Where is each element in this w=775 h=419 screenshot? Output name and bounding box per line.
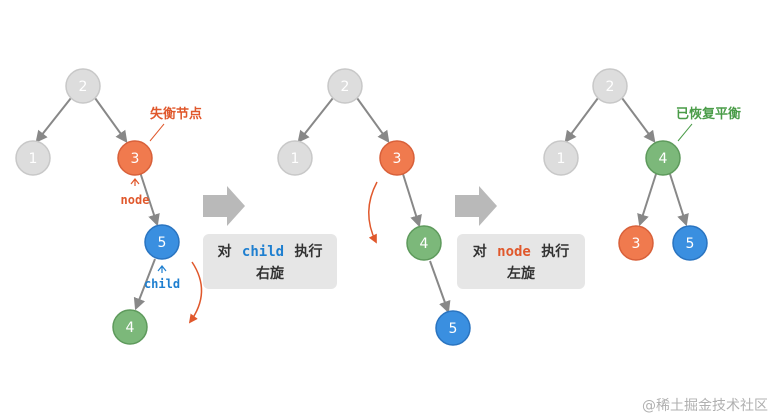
operation-1-background bbox=[203, 234, 337, 289]
tree-node-2: 2 bbox=[592, 68, 628, 104]
block-arrow-right-icon bbox=[455, 186, 497, 226]
tree-node-4: 4 bbox=[406, 225, 442, 261]
tree-node-5: 5 bbox=[672, 225, 708, 261]
tree-node-4: 4 bbox=[112, 309, 148, 345]
panel-2-after-right-rotation: 2 1 3 4 5 bbox=[277, 68, 471, 346]
operation-2-action: 左旋 bbox=[506, 265, 536, 282]
step-arrow-1 bbox=[203, 186, 245, 226]
svg-text:5: 5 bbox=[449, 321, 458, 337]
balanced-label: 已恢复平衡 bbox=[676, 106, 741, 122]
right-rotation-curve-arrow bbox=[188, 261, 203, 324]
annotation-leader-line bbox=[677, 123, 693, 142]
panel-3-balanced-tree: 2 1 4 3 5 已恢复平衡 bbox=[543, 68, 741, 261]
edge-3-to-5 bbox=[139, 171, 160, 227]
svg-text:3: 3 bbox=[632, 236, 641, 252]
operation-1-action: 右旋 bbox=[255, 265, 285, 282]
tree-node-3-unbalanced: 3 bbox=[117, 140, 153, 176]
edge-2-to-1 bbox=[35, 97, 72, 143]
annotation-leader-line bbox=[149, 123, 165, 142]
panel-1-unbalanced-tree: 2 1 3 5 4 失衡节点 node child bbox=[15, 68, 203, 345]
operation-2-background bbox=[457, 234, 585, 289]
block-arrow-right-icon bbox=[203, 186, 245, 226]
tree-node-1: 1 bbox=[277, 140, 313, 176]
svg-text:1: 1 bbox=[29, 151, 38, 167]
operation-1-box: 对 child 执行 右旋 bbox=[203, 234, 337, 289]
tree-node-5: 5 bbox=[435, 310, 471, 346]
svg-text:5: 5 bbox=[686, 236, 695, 252]
tree-node-2: 2 bbox=[65, 68, 101, 104]
edge-4-to-5 bbox=[669, 173, 689, 227]
node-tag-arrow bbox=[130, 178, 140, 186]
node-tag-label: node bbox=[121, 193, 150, 207]
svg-text:5: 5 bbox=[158, 235, 167, 251]
child-tag-label: child bbox=[144, 277, 180, 291]
edge-3-to-4 bbox=[402, 173, 422, 228]
svg-text:2: 2 bbox=[341, 79, 350, 95]
step-arrow-2 bbox=[455, 186, 497, 226]
svg-text:4: 4 bbox=[659, 151, 668, 167]
svg-text:1: 1 bbox=[557, 151, 566, 167]
watermark-text: @稀土掘金技术社区 bbox=[642, 398, 768, 414]
tree-node-2: 2 bbox=[327, 68, 363, 104]
svg-text:4: 4 bbox=[420, 236, 429, 252]
operation-2-box: 对 node 执行 左旋 bbox=[457, 234, 585, 289]
left-rotation-curve-arrow bbox=[368, 181, 378, 244]
edge-2-to-3 bbox=[94, 97, 128, 143]
tree-node-5-child: 5 bbox=[144, 224, 180, 260]
tree-node-4-balanced: 4 bbox=[645, 140, 681, 176]
tree-node-1: 1 bbox=[15, 140, 51, 176]
child-tag-arrow bbox=[157, 265, 167, 273]
operation-1-line-1: 对 child 执行 bbox=[217, 243, 322, 260]
svg-text:1: 1 bbox=[291, 151, 300, 167]
svg-text:3: 3 bbox=[393, 151, 402, 167]
edge-2-to-1 bbox=[297, 97, 334, 143]
svg-text:2: 2 bbox=[606, 79, 615, 95]
svg-text:3: 3 bbox=[131, 151, 140, 167]
tree-node-1: 1 bbox=[543, 140, 579, 176]
edge-4-to-5 bbox=[429, 260, 451, 314]
edge-5-to-4 bbox=[133, 258, 156, 311]
edge-2-to-3 bbox=[356, 97, 390, 143]
tree-node-3: 3 bbox=[618, 225, 654, 261]
svg-text:4: 4 bbox=[126, 320, 135, 336]
tree-node-3-unbalanced: 3 bbox=[379, 140, 415, 176]
unbalanced-node-label: 失衡节点 bbox=[150, 106, 202, 122]
svg-text:2: 2 bbox=[79, 79, 88, 95]
edge-2-to-4 bbox=[621, 97, 656, 143]
edge-4-to-3 bbox=[637, 173, 657, 227]
edge-2-to-1 bbox=[564, 97, 599, 143]
operation-2-line-1: 对 node 执行 bbox=[473, 243, 570, 260]
